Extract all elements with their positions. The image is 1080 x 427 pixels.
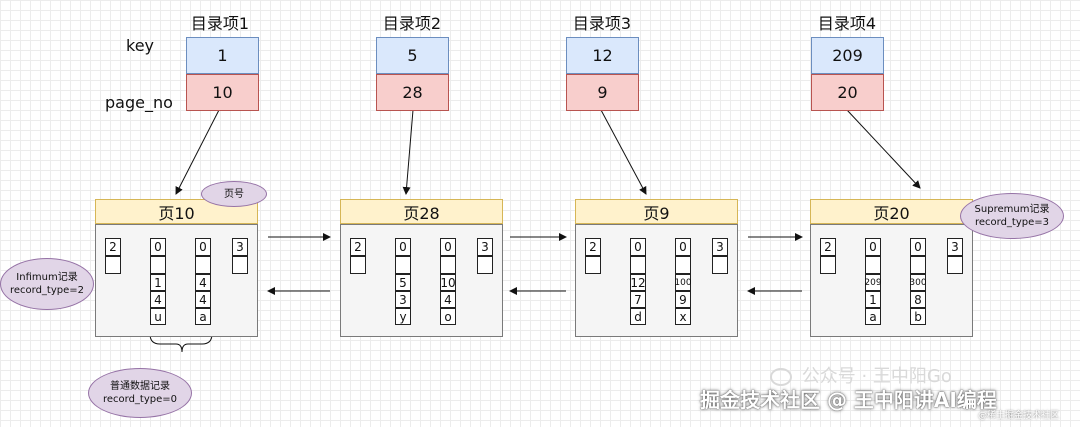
page9-body: [575, 224, 738, 337]
entry4-title: 目录项4: [817, 14, 877, 33]
page20-cell-d-next: [947, 256, 963, 274]
page10-cell-b3: u: [150, 308, 166, 325]
page10-cell-b-next: [150, 256, 166, 274]
entry1-title: 目录项1: [190, 14, 250, 33]
page9-cell-b: 0: [630, 238, 646, 256]
entry2-page-no: 28: [376, 74, 449, 111]
page10-cell-a-next: [105, 256, 121, 274]
page28-cell-b2: 3: [395, 291, 411, 308]
entry4-key: 209: [811, 37, 884, 74]
entry2-title: 目录项2: [382, 14, 442, 33]
supremum-callout: Supremum记录 record_type=3: [960, 193, 1064, 239]
page10-cell-b: 0: [150, 238, 166, 256]
ordinary-records-bracket: [149, 333, 213, 353]
page-number-callout: 页号: [201, 181, 267, 207]
entry1-arrow: [175, 109, 220, 195]
entry4-page-no: 20: [811, 74, 884, 111]
page10-cell-c: 0: [195, 238, 211, 256]
page28-cell-c1: 10: [440, 274, 456, 291]
page9-cell-b-next: [630, 256, 646, 274]
page28-cell-b: 0: [395, 238, 411, 256]
page20-cell-c1: 300: [909, 274, 927, 291]
page28-cell-c3: o: [440, 308, 456, 325]
entry4-arrow: [846, 109, 921, 189]
page9-cell-b3: d: [630, 308, 646, 325]
ordinary-records-callout: 普通数据记录 record_type=0: [88, 368, 192, 418]
page10-cell-c3: a: [195, 308, 211, 325]
page20-cell-b3: a: [865, 308, 881, 325]
page20-cell-b-next: [865, 256, 881, 274]
page10-cell-d-next: [232, 256, 248, 274]
page9-cell-c1: 100: [674, 274, 692, 291]
page10-cell-c2: 4: [195, 291, 211, 308]
entry1-page-no: 10: [186, 74, 259, 111]
page9-cell-a: 2: [585, 238, 601, 256]
page9-cell-c: 0: [675, 238, 691, 256]
page20-cell-c-next: [910, 256, 926, 274]
page9-cell-b2: 7: [630, 291, 646, 308]
entry2-key: 5: [376, 37, 449, 74]
page10-cell-b1: 1: [150, 274, 166, 291]
page10-cell-c-next: [195, 256, 211, 274]
page9-cell-b1: 12: [630, 274, 646, 291]
entry3-arrow: [600, 109, 647, 195]
page9-cell-d-next: [712, 256, 728, 274]
wechat-icon: [770, 368, 792, 386]
watermark-juejin: 掘金技术社区 @ 王中阳讲AI编程: [700, 388, 997, 412]
page28-cell-c: 0: [440, 238, 456, 256]
page28-cell-b1: 5: [395, 274, 411, 291]
ordinary-callout-line1: 普通数据记录: [110, 381, 170, 392]
page20-cell-b1: 209: [864, 274, 882, 291]
ordinary-callout-line2: record_type=0: [102, 394, 178, 405]
page9-cell-d: 3: [712, 238, 728, 256]
page20-cell-a-next: [820, 256, 836, 274]
page20-cell-c2: 8: [910, 291, 926, 308]
page28-cell-d: 3: [477, 238, 493, 256]
page9-cell-c2: 9: [675, 291, 691, 308]
page20-cell-a: 2: [820, 238, 836, 256]
entry3-key: 12: [566, 37, 639, 74]
page9-cell-c3: x: [675, 308, 691, 325]
page28-cell-a: 2: [350, 238, 366, 256]
watermark-wechat-text: 公众号 · 王中阳Go: [801, 366, 952, 387]
page28-title: 页28: [340, 199, 503, 224]
watermark-wechat: 公众号 · 王中阳Go: [770, 362, 952, 388]
page10-cell-a: 2: [105, 238, 121, 256]
page9-cell-a-next: [585, 256, 601, 274]
infimum-callout: Infimum记录 record_type=2: [0, 258, 94, 310]
page10-cell-c1: 4: [195, 274, 211, 291]
page28-cell-b3: y: [395, 308, 411, 325]
page28-cell-c2: 4: [440, 291, 456, 308]
page28-cell-c-next: [440, 256, 456, 274]
page10-cell-d: 3: [232, 238, 248, 256]
page20-title: 页20: [810, 199, 973, 224]
entry1-key: 1: [186, 37, 259, 74]
page9-cell-c-next: [675, 256, 691, 274]
infimum-callout-line1: Infimum记录: [16, 272, 78, 283]
page28-cell-b-next: [395, 256, 411, 274]
page20-cell-b: 0: [865, 238, 881, 256]
page10-body: [95, 224, 258, 337]
supremum-callout-line2: record_type=3: [974, 217, 1050, 228]
page20-cell-c3: b: [910, 308, 926, 325]
entry3-title: 目录项3: [572, 14, 632, 33]
page20-body: [810, 224, 973, 337]
page28-cell-d-next: [477, 256, 493, 274]
page28-body: [340, 224, 503, 337]
entry2-arrow: [402, 109, 414, 195]
page20-cell-d: 3: [947, 238, 963, 256]
key-row-label: key: [126, 36, 155, 55]
page10-cell-b2: 4: [150, 291, 166, 308]
page-no-row-label: page_no: [105, 93, 173, 112]
watermark-community: @稀土掘金技术社区: [978, 411, 1060, 421]
entry3-page-no: 9: [566, 74, 639, 111]
page-number-callout-text: 页号: [224, 188, 244, 200]
page20-cell-c: 0: [910, 238, 926, 256]
page20-cell-b2: 1: [865, 291, 881, 308]
supremum-callout-line1: Supremum记录: [974, 204, 1050, 215]
page9-title: 页9: [575, 199, 738, 224]
page28-cell-a-next: [350, 256, 366, 274]
infimum-callout-line2: record_type=2: [9, 285, 85, 296]
